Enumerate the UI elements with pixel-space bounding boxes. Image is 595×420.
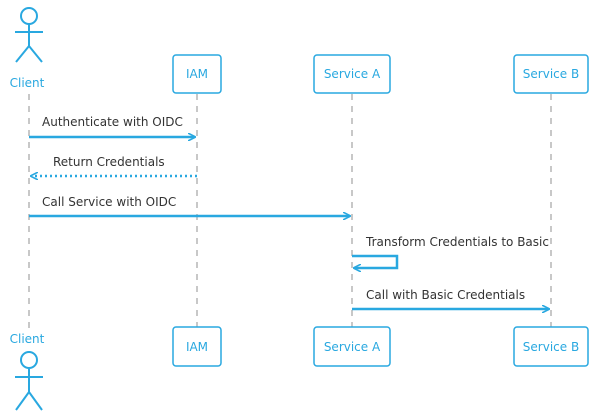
service-b-label-bottom: Service B bbox=[523, 340, 579, 354]
service-b-box-bottom: Service B bbox=[513, 326, 589, 367]
message-call-basic-label: Call with Basic Credentials bbox=[366, 288, 525, 302]
service-a-box-top: Service A bbox=[313, 54, 391, 94]
client-label-bottom: Client bbox=[10, 332, 45, 346]
client-actor-icon-top bbox=[15, 7, 43, 63]
client-actor-icon-bottom bbox=[15, 351, 43, 411]
service-b-label-top: Service B bbox=[523, 67, 579, 81]
iam-label-top: IAM bbox=[186, 67, 208, 81]
message-return-credentials-label: Return Credentials bbox=[53, 155, 165, 169]
service-a-label-bottom: Service A bbox=[324, 340, 381, 354]
message-authenticate: Authenticate with OIDC bbox=[29, 115, 195, 137]
message-call-service-label: Call Service with OIDC bbox=[42, 195, 176, 209]
message-call-service: Call Service with OIDC bbox=[29, 195, 350, 216]
message-transform-label: Transform Credentials to Basic bbox=[365, 235, 549, 249]
client-label-top: Client bbox=[10, 76, 45, 90]
message-transform: Transform Credentials to Basic bbox=[352, 235, 549, 268]
service-b-box-top: Service B bbox=[513, 54, 589, 94]
service-a-box-bottom: Service A bbox=[313, 326, 391, 367]
iam-box-top: IAM bbox=[172, 54, 222, 94]
message-authenticate-label: Authenticate with OIDC bbox=[42, 115, 183, 129]
service-a-label-top: Service A bbox=[324, 67, 381, 81]
iam-label-bottom: IAM bbox=[186, 340, 208, 354]
message-return-credentials: Return Credentials bbox=[31, 155, 197, 176]
iam-box-bottom: IAM bbox=[172, 326, 222, 367]
message-call-basic: Call with Basic Credentials bbox=[352, 288, 549, 309]
